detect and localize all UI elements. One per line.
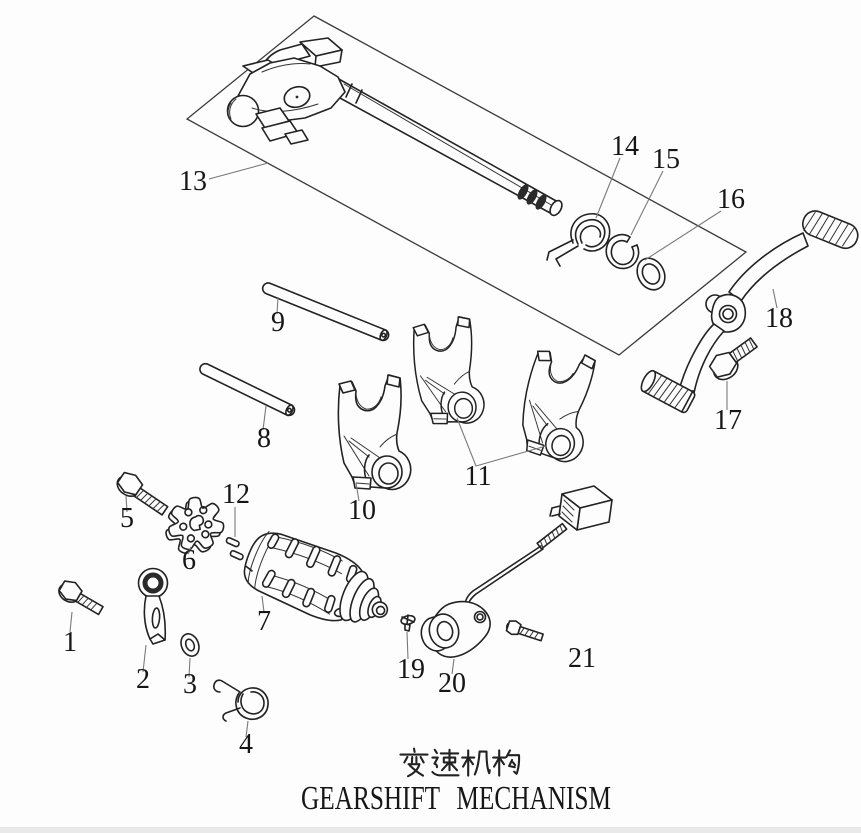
- callout-13: 13: [179, 166, 207, 197]
- part-20-stopper-arm: [420, 485, 613, 658]
- part-3-washer: [180, 633, 200, 657]
- leader-lines: [69, 157, 778, 738]
- callout-11: 11: [465, 461, 492, 492]
- part-4-torsion-spring: [213, 679, 269, 722]
- part-14-return-spring: [546, 213, 611, 267]
- part-1-bolt: [58, 580, 104, 616]
- part-16-washer: [636, 257, 666, 291]
- diagram-title: GEARSHIFT MECHANISM: [301, 747, 611, 817]
- part-5-bolt: [116, 471, 169, 516]
- part-8-fork-shaft: [199, 362, 296, 417]
- part-9-fork-shaft: [261, 282, 390, 342]
- part-18-gearshift-pedal: [640, 210, 859, 414]
- frame-box: [185, 15, 748, 356]
- callout-15: 15: [652, 144, 680, 175]
- part-21-bolt: [505, 620, 544, 642]
- callout-12: 12: [222, 479, 250, 510]
- callout-9: 9: [271, 307, 285, 338]
- scan-edge: [0, 827, 861, 833]
- part-6-cam-plate: [165, 496, 225, 554]
- callout-19: 19: [397, 654, 425, 685]
- callout-2: 2: [136, 664, 150, 695]
- callout-18: 18: [765, 303, 793, 334]
- callout-20: 20: [438, 668, 466, 699]
- part-2-gearshift-arm: [137, 567, 169, 645]
- callout-4: 4: [239, 729, 253, 760]
- part-12-dowel-pins: [225, 536, 244, 561]
- callout-1: 1: [63, 627, 77, 658]
- callout-16: 16: [717, 184, 745, 215]
- part-13-gearshift-spindle: [226, 37, 563, 217]
- callout-3: 3: [183, 669, 197, 700]
- part-17-pinch-bolt: [708, 337, 758, 381]
- title-chinese: [399, 747, 521, 778]
- callout-10: 10: [348, 495, 376, 526]
- part-7-shift-drum: [243, 530, 389, 623]
- part-15-circlip: [605, 233, 640, 270]
- callout-17: 17: [714, 405, 742, 436]
- part-19-screw: [400, 614, 416, 632]
- callout-21: 21: [568, 643, 596, 674]
- callout-14: 14: [611, 131, 639, 162]
- callout-5: 5: [120, 503, 134, 534]
- callout-8: 8: [257, 423, 271, 454]
- callout-numbers: 1 2 3 4 5 6 7 8 9 10 11 12 13 14 15 16 1…: [63, 131, 793, 760]
- callout-7: 7: [257, 606, 271, 637]
- title-english: GEARSHIFT MECHANISM: [301, 780, 611, 817]
- callout-6: 6: [182, 545, 196, 576]
